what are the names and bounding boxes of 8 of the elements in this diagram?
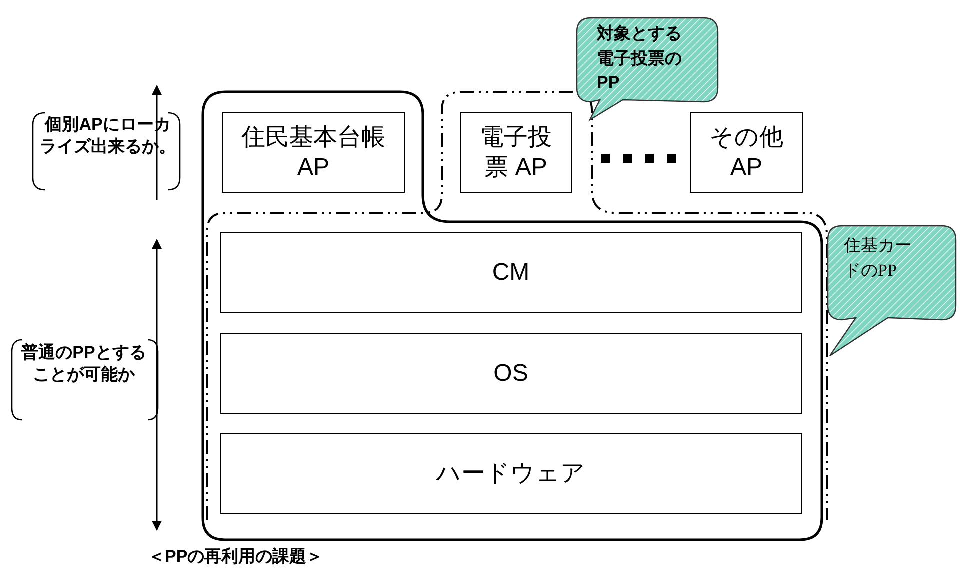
application-box: 電子投票 AP bbox=[460, 112, 572, 193]
application-box: 住民基本台帳 AP bbox=[222, 112, 405, 193]
caption: ＜PPの再利用の課題＞ bbox=[148, 546, 324, 568]
question-text: 普通のPPとすることが可能か bbox=[20, 342, 148, 386]
layer-box: ハードウェア bbox=[220, 433, 802, 514]
layer-box: CM bbox=[220, 232, 802, 313]
application-box: その他 AP bbox=[690, 112, 803, 193]
layer-box: OS bbox=[220, 333, 802, 414]
